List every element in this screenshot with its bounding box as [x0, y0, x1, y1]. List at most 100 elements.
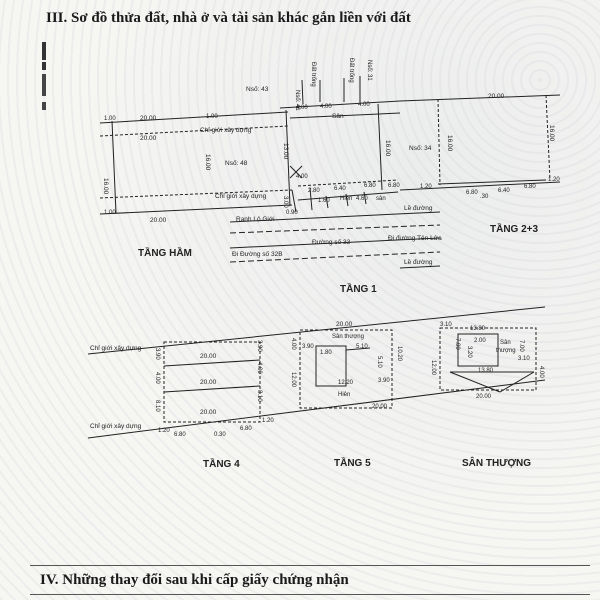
footer-divider-bottom [30, 594, 590, 595]
label-ranh-lo-gioi: Ranh Lộ Giới [236, 216, 275, 223]
dim-16d: 16.00 [446, 135, 453, 152]
label-dat-trong-1: Đất trống [310, 62, 316, 87]
footer-divider-top [30, 565, 590, 566]
floor-label-tang23: TẦNG 2+3 [490, 222, 539, 235]
dim-1b: 1.00 [206, 114, 218, 120]
t5-dim-390b: 3.90 [378, 378, 390, 384]
section-heading: III. Sơ đồ thửa đất, nhà ở và tài sản kh… [46, 10, 411, 26]
dim-090: 0.90 [286, 210, 298, 216]
floor-label-ham: TẦNG HẦM [138, 246, 192, 259]
label-chi-gioi-2: Chỉ giới xây dựng [215, 192, 267, 200]
label-duong-33: Đường số 33 [312, 237, 351, 246]
dim-1c: 1.00 [104, 210, 116, 216]
label-t4-chi-gioi-top: Chỉ giới xây dựng [90, 344, 142, 352]
dim-300: 3.00 [282, 196, 288, 208]
t4-dim-390b: 3.90 [256, 340, 262, 352]
t4-dim-680a: 6.80 [174, 432, 186, 438]
t4-dim-030: 0.30 [214, 432, 226, 438]
plan-line [99, 111, 289, 124]
floor-label-tang5: TẦNG 5 [334, 456, 371, 469]
dim-280: 2.80 [308, 188, 320, 194]
st-dim-320: 3.20 [466, 346, 472, 358]
t4-dim-120b: 1.20 [262, 418, 274, 424]
t5-dim-1220: 12.20 [338, 380, 354, 386]
t4-dim-400a: 4.00 [154, 372, 160, 384]
dim-20b: 20.00 [140, 135, 157, 142]
t4-dim-680b: 6.80 [240, 426, 252, 432]
dim-680c: 6.80 [524, 184, 536, 190]
t5-dim-20a: 20.00 [336, 321, 353, 328]
t5-dim-20b: 20.00 [372, 404, 388, 410]
dim-4d: 4.00 [296, 174, 308, 180]
dim-030: .30 [480, 194, 489, 200]
dim-4a: 4.00 [296, 105, 308, 111]
label-hien: Hiên [340, 196, 352, 202]
label-t4-chi-gioi-bot: Chỉ giới xây dựng [90, 422, 142, 430]
label-nso31: Nsố: 31 [366, 60, 372, 81]
dim-640b: 6.40 [498, 188, 510, 194]
dim-4c: 4.00 [358, 102, 370, 108]
st-dim-1380a: 13.80 [470, 326, 486, 332]
t5-dim-1200: 12.00 [290, 372, 296, 388]
t5-dim-510b: 5.10 [376, 356, 382, 368]
dim-680b: 6.80 [466, 190, 478, 196]
dim-1a: 1.00 [104, 116, 116, 122]
t5-dim-180: 1.80 [320, 350, 332, 356]
dim-16e: 16.00 [548, 125, 555, 142]
st-dim-310a: 3.10 [440, 322, 452, 328]
label-nso48: Nsố: 48 [225, 158, 248, 167]
st-dim-1380b: 13.80 [478, 368, 494, 374]
dim-460: 4.60 [356, 196, 368, 202]
dim-120a: 1.20 [420, 184, 432, 190]
dim-680a: 6.80 [364, 183, 376, 189]
label-nso43: Nsố: 43 [246, 84, 269, 93]
dim-680d: 6.80 [388, 183, 400, 189]
t4-dim-120a: 1.20 [158, 428, 170, 434]
t5-dim-1020: 10.20 [396, 346, 402, 362]
st-dim-700a: 7.00 [454, 338, 460, 350]
label-t5-san-thuong: Sân thượng [332, 334, 364, 340]
label-st-san: Sân [500, 340, 511, 346]
label-dat-trong-2: Đất trống [348, 58, 354, 83]
t5-dim-510: 5.10 [356, 344, 368, 350]
t4-dim-20a: 20.00 [200, 353, 217, 360]
st-dim-310b: 3.10 [518, 356, 530, 362]
floor-label-santhuong: SÂN THƯỢNG [462, 456, 531, 469]
dim-20a: 20.00 [140, 115, 157, 122]
dim-13: 13.00 [282, 143, 289, 160]
floor-label-tang4: TẦNG 4 [203, 457, 240, 470]
dim-20c: 20.00 [150, 217, 167, 224]
dim-16b: 16.00 [204, 154, 211, 171]
t4-dim-20b: 20.00 [200, 379, 217, 386]
dim-120b: 1.20 [548, 177, 560, 183]
st-dim-20: 20.00 [476, 394, 492, 400]
t5-dim-400: 4.00 [290, 338, 296, 350]
t4-dim-810a: 8.10 [154, 400, 160, 412]
label-le-duong-1: Lề đường [404, 203, 433, 212]
label-san-tang1: sân [376, 196, 386, 202]
t4-dim-390a: 3.90 [154, 348, 160, 360]
dim-4b: 4.00 [320, 104, 332, 110]
t4-dim-20c: 20.00 [200, 409, 217, 416]
label-nso41: Nsố: 41 [294, 90, 300, 111]
t4-dim-810b: 8.10 [256, 390, 262, 402]
label-san: Sân [332, 113, 344, 120]
label-st-thuong: thượng [496, 348, 516, 354]
st-dim-700b: 7.00 [518, 340, 524, 352]
floor-label-tang1: TẦNG 1 [340, 282, 377, 295]
label-t5-hien: Hiên [338, 392, 350, 398]
label-duong-32b: Đi Đường số 32B [232, 249, 283, 258]
dim-20d: 20.00 [488, 93, 505, 100]
label-nso34: Nsố: 34 [409, 143, 432, 152]
st-dim-200: 2.00 [474, 338, 486, 344]
label-duong-ten-lua: Đi đường Tên Lửa [388, 234, 442, 242]
st-dim-1200: 12.00 [430, 360, 436, 376]
dim-640a: 6.40 [334, 186, 346, 192]
section-footer-heading: IV. Những thay đổi sau khi cấp giấy chứn… [40, 572, 349, 588]
dim-160: 1.60 [318, 198, 330, 204]
st-dim-400: 4.00 [538, 366, 544, 378]
